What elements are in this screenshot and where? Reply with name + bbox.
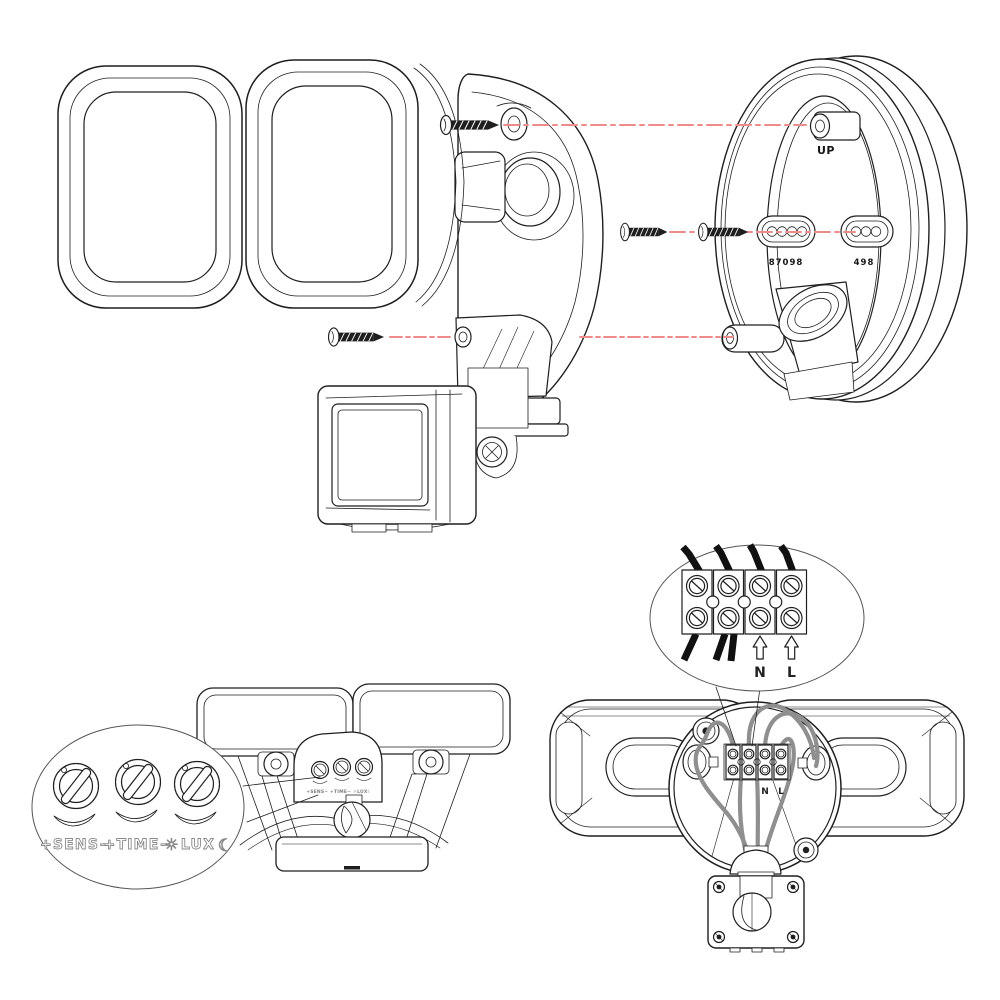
slot-marking-left: 87098	[769, 258, 804, 268]
light-front-bottom-view: +SENS− +TIME− ☼LUX☾	[196, 683, 511, 872]
sensor-corner-screw-2	[786, 880, 800, 894]
sensor-corner-screw-1	[712, 880, 726, 894]
sensor-corner-screw-4	[786, 930, 800, 944]
lux-label: LUX	[181, 837, 215, 853]
flood-heads-front	[57, 59, 465, 309]
mount-plate-lower-tab	[721, 324, 785, 353]
mount-plate-up-tab: UP	[809, 111, 861, 157]
mount-plate-center-boss	[775, 281, 859, 401]
rear-terminal-strip: N L	[723, 743, 791, 797]
live-label: L	[787, 665, 796, 681]
housing-marking: +SENS− +TIME− ☼LUX☾	[306, 789, 372, 795]
moon-icon: ☾	[218, 836, 234, 856]
wire-1	[693, 720, 753, 863]
rear-live-label: L	[778, 787, 784, 797]
callout-line-2	[246, 794, 319, 823]
alignment-lines	[389, 124, 856, 338]
mounting-screw-bottom	[327, 327, 385, 347]
housing-dials: +SENS− +TIME− ☼LUX☾	[306, 757, 374, 795]
wiring-callout-line-2	[751, 687, 761, 747]
wiring-callout-line-1	[715, 686, 737, 747]
wire-4	[761, 737, 796, 859]
wiring-figure: N L	[549, 543, 965, 953]
rear-sensor-box	[707, 871, 805, 953]
wire-3	[762, 711, 820, 769]
slot-marking-right: 498	[854, 258, 875, 268]
flood-head-left	[57, 65, 243, 309]
wiring-callout: N L	[649, 543, 865, 692]
controls-figure: +SENS− +TIME− ☼LUX☾ +SENS− +TIME− ☼ LUX …	[31, 683, 511, 890]
sens-label: +SENS−	[40, 837, 112, 853]
callout-line-1	[242, 776, 321, 787]
exploded-mounting-view: UP 87098 498	[57, 55, 968, 533]
wiring-compartment: N L	[668, 701, 842, 875]
callout-wires	[680, 543, 797, 662]
neutral-label: N	[754, 665, 766, 681]
sensor-corner-screw-3	[712, 930, 726, 944]
rear-neutral-label: N	[761, 787, 769, 797]
up-label: UP	[817, 144, 835, 157]
pir-sensor-box	[317, 367, 529, 533]
time-label: +TIME−	[104, 837, 173, 853]
mounting-screw-middle-1	[620, 222, 668, 242]
flood-head-right	[245, 59, 419, 309]
sun-icon: ☼	[164, 835, 180, 854]
wire-2	[746, 703, 817, 761]
controls-callout: +SENS− +TIME− ☼ LUX ☾	[31, 724, 245, 890]
mount-plate: UP 87098 498	[714, 55, 968, 403]
